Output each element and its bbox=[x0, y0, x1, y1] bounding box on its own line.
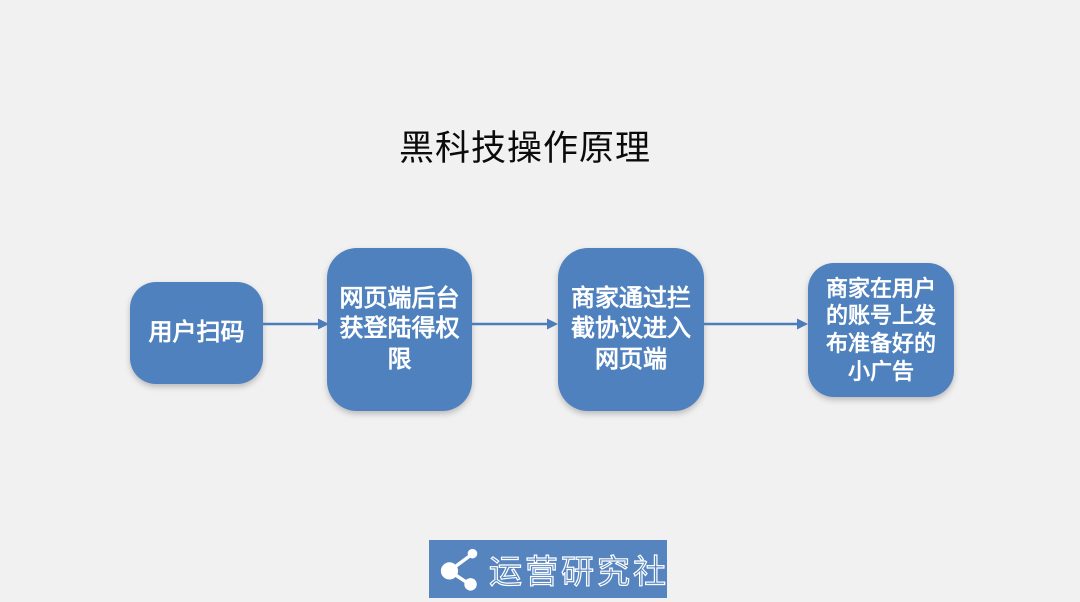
flow-step-2-label: 网页端后台获登陆得权限 bbox=[339, 285, 460, 373]
brand-logo: 运营研究社 bbox=[429, 540, 667, 598]
right-arrow-icon bbox=[263, 318, 329, 330]
flow-step-4-label: 商家在用户的账号上发布准备好的小广告 bbox=[825, 275, 936, 384]
brand-name: 运营研究社 bbox=[488, 552, 669, 590]
flow-step-2: 网页端后台获登陆得权限 bbox=[327, 248, 472, 411]
right-arrow-icon bbox=[704, 318, 808, 330]
share-network-icon bbox=[440, 548, 478, 591]
flow-step-3-label: 商家通过拦截协议进入网页端 bbox=[571, 285, 691, 373]
flow-step-1-label: 用户扫码 bbox=[148, 318, 245, 346]
right-arrow-icon bbox=[472, 318, 558, 330]
page-title: 黑科技操作原理 bbox=[398, 129, 651, 168]
flow-step-3: 商家通过拦截协议进入网页端 bbox=[558, 248, 704, 411]
flow-step-4: 商家在用户的账号上发布准备好的小广告 bbox=[808, 263, 954, 397]
flow-step-1: 用户扫码 bbox=[130, 282, 263, 384]
